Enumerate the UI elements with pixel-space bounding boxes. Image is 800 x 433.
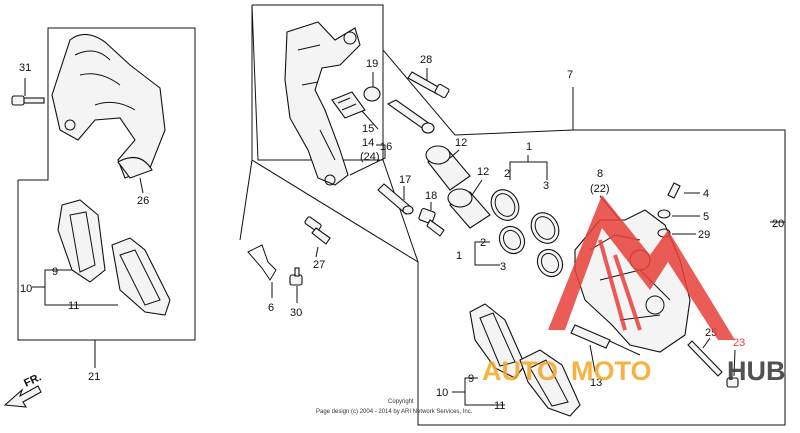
callout-19: 19 [366, 58, 378, 70]
callout-30: 30 [290, 307, 302, 319]
slide-pin-16 [386, 99, 435, 134]
slide-pin-17 [377, 183, 414, 215]
callout-5: 5 [703, 211, 709, 223]
callout-11-right: 11 [494, 400, 505, 412]
pad-shim-13 [570, 324, 611, 349]
callout-23: 23 [733, 337, 745, 349]
callout-3-top: 3 [543, 180, 549, 192]
callout-27: 27 [313, 259, 325, 271]
callout-22: (22) [590, 183, 610, 195]
callout-7: 7 [567, 69, 573, 81]
brake-pads-right [452, 303, 581, 417]
callout-18: 18 [425, 190, 437, 202]
pistons-12 [425, 145, 491, 229]
callout-9-right: 9 [468, 373, 474, 385]
callout-29: 29 [698, 229, 710, 241]
front-direction-arrow [3, 385, 42, 408]
callout-14: 14 [362, 137, 374, 149]
caliper-bracket-26 [51, 33, 166, 194]
callout-21: 21 [88, 371, 100, 383]
pad-pin-25 [687, 340, 723, 377]
callout-6: 6 [268, 302, 274, 314]
callout-26: 26 [137, 195, 149, 207]
watermark-text-moto: MOTO [571, 356, 652, 386]
callout-16: 16 [380, 141, 392, 153]
callout-15: 15 [362, 123, 374, 135]
main-group-box [239, 4, 786, 426]
callout-1-top: 1 [526, 141, 532, 153]
watermark-text-auto: AUTO [482, 356, 558, 386]
callout-8: 8 [597, 168, 603, 180]
piston-seals [490, 189, 564, 278]
plug-23 [726, 377, 739, 388]
callout-9-left: 9 [52, 266, 58, 278]
brake-pads-left [32, 199, 171, 316]
leader-lines [271, 68, 785, 377]
pad-pin-clip-6 [247, 244, 277, 281]
callout-31: 31 [19, 62, 31, 74]
callout-13: 13 [590, 377, 602, 389]
callout-11-left: 11 [68, 300, 79, 312]
leader-lines-seals [474, 155, 548, 266]
bolt-18 [418, 207, 445, 237]
bolt-28 [407, 71, 450, 99]
bolt-30 [289, 267, 303, 286]
bolt-31 [11, 78, 45, 106]
front-direction-label: FR. [22, 371, 43, 389]
copyright-line2: Page design (c) 2004 - 2014 by ARI Netwo… [316, 409, 473, 415]
callout-3-bottom: 3 [500, 261, 506, 273]
callout-17: 17 [399, 174, 411, 186]
callout-28: 28 [420, 54, 432, 66]
copyright-notice: Copyright Page design (c) 2004 - 2014 by… [316, 399, 473, 415]
callout-2-top: 2 [504, 168, 510, 180]
pad-spring-15 [331, 91, 366, 119]
callout-10-right: 10 [436, 387, 448, 399]
callout-2-bottom: 2 [480, 237, 486, 249]
callout-20: 20 [772, 218, 784, 230]
callout-4: 4 [703, 188, 709, 200]
callout-12-top: 12 [455, 137, 467, 149]
watermark-text-hub: HUB [727, 356, 786, 386]
caliper-mount-bracket [284, 21, 361, 186]
callout-10-left: 10 [20, 283, 32, 295]
callout-1-bottom: 1 [456, 250, 462, 262]
boot-19 [363, 86, 381, 102]
watermark-mountain-shape [548, 195, 735, 340]
callout-24: (24) [360, 151, 380, 163]
bleeder-valve-4 [667, 182, 681, 199]
left-group-box [17, 27, 196, 368]
bolt-27 [304, 216, 331, 245]
callout-labels: 31 26 9 10 11 21 19 28 7 15 14 (24) 16 1… [19, 54, 784, 412]
automotohub-watermark: AUTO MOTO HUB [482, 195, 786, 386]
copyright-line1: Copyright [388, 399, 414, 405]
callout-12-bottom: 12 [477, 166, 489, 178]
bleeder-cap-5 [657, 209, 671, 219]
